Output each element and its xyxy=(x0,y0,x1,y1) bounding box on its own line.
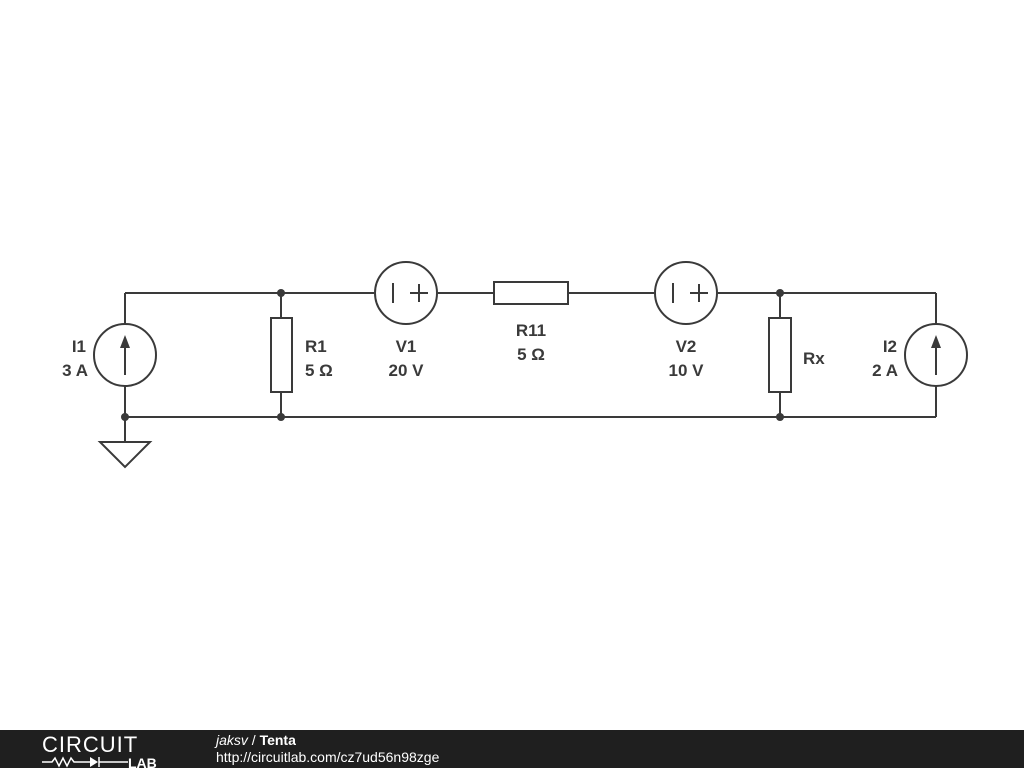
logo-circuit-text: CIRCUIT xyxy=(42,732,138,757)
label-i1-value: 3 A xyxy=(62,361,88,380)
circuit-schematic: I1 3 A R1 5 Ω V1 20 V R11 5 Ω V2 10 V Rx… xyxy=(62,261,968,469)
resistor-r11[interactable] xyxy=(493,281,569,305)
label-i1-name: I1 xyxy=(72,337,86,356)
wires xyxy=(124,292,937,442)
label-r11-name: R11 xyxy=(516,321,546,340)
label-r11-value: 5 Ω xyxy=(517,345,545,364)
circuit-title[interactable]: Tenta xyxy=(259,732,296,748)
label-rx-name: Rx xyxy=(803,349,825,368)
voltage-source-v1[interactable] xyxy=(374,261,438,325)
junction-nodes xyxy=(121,289,784,421)
resistor-r1[interactable] xyxy=(270,317,293,393)
label-v1-name: V1 xyxy=(396,337,417,356)
label-v2-name: V2 xyxy=(676,337,697,356)
ground-symbol[interactable] xyxy=(97,441,153,469)
label-v2-value: 10 V xyxy=(669,361,705,380)
title-separator: / xyxy=(247,732,260,748)
label-r1-value: 5 Ω xyxy=(305,361,333,380)
circuitlab-logo[interactable]: CIRCUIT LAB xyxy=(40,732,180,768)
resistor-rx[interactable] xyxy=(768,317,792,393)
circuit-url[interactable]: http://circuitlab.com/cz7ud56n98zge xyxy=(216,749,440,765)
resistor-zigzag-icon xyxy=(42,756,90,768)
footer-info: jaksv / Tenta http://circuitlab.com/cz7u… xyxy=(216,732,439,766)
label-r1-name: R1 xyxy=(305,337,327,356)
footer-title-line: jaksv / Tenta xyxy=(216,732,439,749)
label-v1-value: 20 V xyxy=(389,361,425,380)
diode-icon xyxy=(90,757,98,767)
author-link[interactable]: jaksv xyxy=(216,732,248,748)
logo-lab-text: LAB xyxy=(128,755,157,768)
label-i2-name: I2 xyxy=(883,337,897,356)
current-source-i1[interactable] xyxy=(93,323,157,387)
current-source-i2[interactable] xyxy=(904,323,968,387)
footer-bar: CIRCUIT LAB jaksv / Tenta http://circuit… xyxy=(0,730,1024,768)
voltage-source-v2[interactable] xyxy=(654,261,718,325)
label-i2-value: 2 A xyxy=(872,361,898,380)
